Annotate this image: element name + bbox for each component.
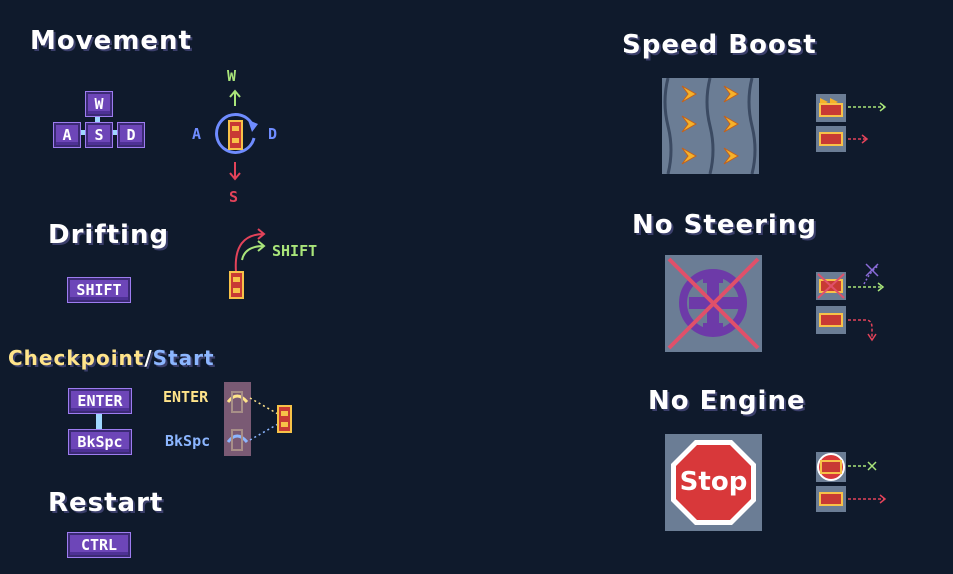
- checkpoint-enter-label: ENTER: [163, 388, 209, 406]
- checkpoint-backspace-label: BkSpc: [165, 432, 211, 450]
- movement-title: Movement: [30, 26, 192, 56]
- drifting-title: Drifting: [48, 220, 170, 250]
- no-steering-effect-icons: [816, 263, 885, 342]
- key-w[interactable]: W: [86, 92, 112, 116]
- key-d[interactable]: D: [118, 123, 144, 147]
- speed-boost-tile: [662, 78, 759, 174]
- no-engine-title: No Engine: [648, 386, 806, 416]
- rotation-car-icon: [215, 89, 258, 181]
- direction-left-label: A: [192, 125, 202, 143]
- key-s[interactable]: S: [86, 123, 112, 147]
- checkpoint-title: Checkpoint/Start: [8, 346, 215, 370]
- direction-right-label: D: [268, 125, 278, 143]
- checkpoint-title-separator: /: [144, 346, 153, 370]
- no-steering-tile: [665, 255, 762, 352]
- key-connector-vertical: [95, 112, 100, 124]
- speed-boost-title: Speed Boost: [622, 30, 817, 60]
- restart-title: Restart: [48, 488, 164, 518]
- direction-down-label: S: [229, 188, 239, 206]
- key-enter[interactable]: ENTER: [69, 389, 131, 413]
- no-engine-effect-icons: [816, 452, 887, 512]
- checkpoint-title-part1: Checkpoint: [8, 346, 145, 370]
- no-steering-title: No Steering: [632, 210, 817, 240]
- key-shift[interactable]: SHIFT: [68, 278, 130, 302]
- drift-shift-label: SHIFT: [272, 242, 318, 260]
- checkpoint-key-connector: [96, 411, 102, 431]
- speed-boost-effect-icons: [816, 94, 887, 152]
- checkpoint-title-part2: Start: [152, 346, 215, 370]
- stop-sign-text: Stop: [679, 467, 748, 497]
- checkpoint-diagram: [224, 382, 292, 456]
- key-a[interactable]: A: [54, 123, 80, 147]
- drift-car-icon: [229, 228, 266, 299]
- direction-up-label: W: [227, 67, 237, 85]
- stop-sign-tile: Stop: [665, 434, 762, 531]
- key-ctrl[interactable]: CTRL: [68, 533, 130, 557]
- stop-sign-icon: [671, 440, 756, 525]
- key-backspace[interactable]: BkSpc: [69, 430, 131, 454]
